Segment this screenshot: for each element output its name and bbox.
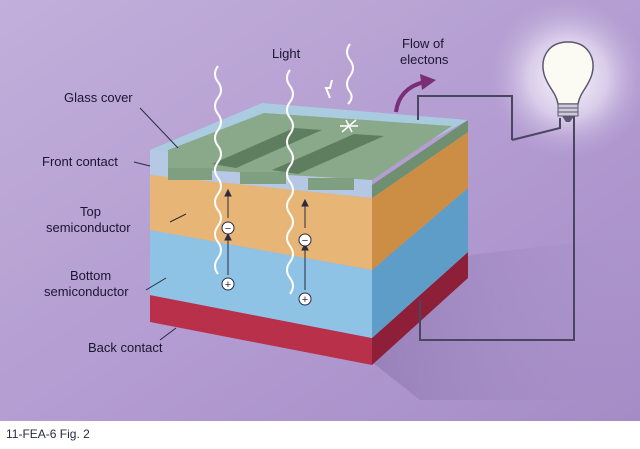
label-top-line2: semiconductor: [46, 220, 131, 235]
label-front-contact: Front contact: [42, 154, 118, 169]
grid-block-3: [308, 178, 354, 190]
back-contact-front-face: [150, 295, 372, 365]
bottom-semiconductor-side-face: [372, 188, 468, 338]
label-light: Light: [272, 46, 301, 61]
label-top-line1: Top: [80, 204, 101, 219]
svg-text:−: −: [225, 223, 231, 235]
electron-marker: −: [298, 233, 312, 247]
top-semiconductor-side-face: [372, 132, 468, 270]
label-back-contact: Back contact: [88, 340, 163, 355]
grid-block-2: [240, 172, 286, 184]
electron-marker: −: [221, 221, 235, 235]
hole-marker: +: [298, 292, 312, 306]
wire-return: [419, 112, 575, 341]
light-ray-icon: [324, 43, 354, 105]
wire-to-bulb: [511, 118, 561, 141]
svg-text:+: +: [225, 279, 231, 291]
caption-bar: 11-FEA-6 Fig. 2: [0, 421, 640, 449]
carrier-path-left: [224, 188, 232, 275]
flow-arrow-icon: [394, 74, 436, 113]
light-ray-icon: [286, 69, 294, 295]
front-contact-side-face: [372, 120, 468, 198]
label-bottom-line1: Bottom: [70, 268, 111, 283]
grid-slot-1: [212, 128, 322, 168]
bottom-semiconductor-front-face: [150, 230, 372, 338]
light-bulb-icon: [542, 41, 594, 122]
figure-caption: 11-FEA-6 Fig. 2: [6, 427, 90, 441]
svg-text:+: +: [302, 294, 308, 306]
leader-lines: [133, 107, 187, 341]
grid-slot-2: [272, 134, 384, 174]
hole-marker: +: [221, 277, 235, 291]
grid-block-1: [168, 168, 212, 180]
wire-top: [417, 95, 513, 140]
label-bottom-line2: semiconductor: [44, 284, 129, 299]
carrier-path-right: [301, 198, 309, 290]
reflection-sparkle: [340, 119, 358, 133]
solar-cell-diagram: − + − + Glass cover Front contact Top se…: [0, 0, 640, 421]
label-flow-line2: electons: [400, 52, 449, 67]
label-flow-line1: Flow of: [402, 36, 444, 51]
top-semiconductor-front-face: [150, 175, 372, 270]
svg-text:−: −: [302, 235, 308, 247]
light-ray-icon: [214, 65, 222, 275]
label-glass-cover: Glass cover: [64, 90, 133, 105]
